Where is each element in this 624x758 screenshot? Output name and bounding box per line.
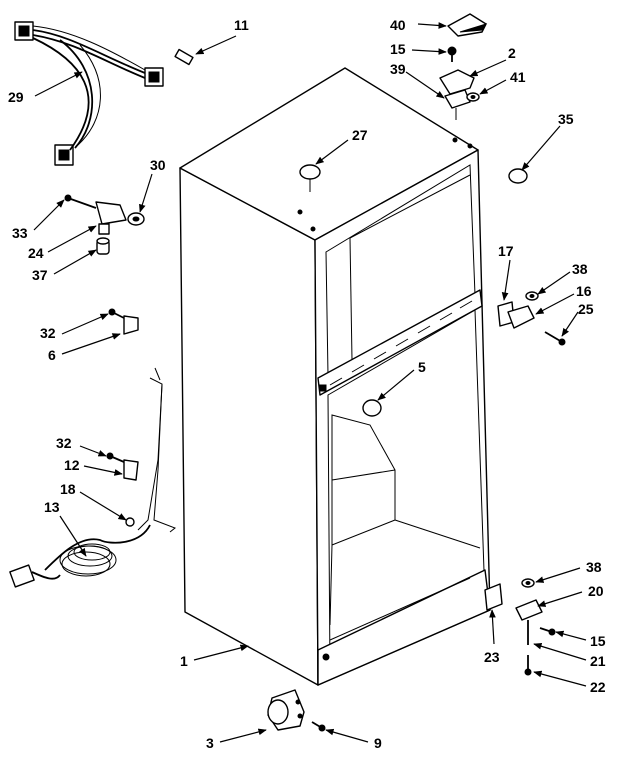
callout-41: 41 bbox=[510, 69, 526, 85]
callout-32-lower: 32 bbox=[56, 435, 72, 451]
plug-part bbox=[508, 168, 528, 184]
callout-23: 23 bbox=[484, 649, 500, 665]
callout-30: 30 bbox=[150, 157, 166, 173]
leader-lines bbox=[33, 22, 587, 743]
callout-13: 13 bbox=[44, 499, 60, 515]
center-hinge-part bbox=[497, 291, 566, 346]
callout-11: 11 bbox=[234, 17, 249, 33]
callout-5: 5 bbox=[418, 359, 426, 375]
callout-20: 20 bbox=[588, 583, 604, 599]
front-plug-part bbox=[362, 399, 382, 417]
top-hinge-part bbox=[439, 69, 475, 120]
callout-22: 22 bbox=[590, 679, 606, 695]
callout-18: 18 bbox=[60, 481, 76, 497]
callout-15-top: 15 bbox=[390, 41, 406, 57]
callout-15-bottom: 15 bbox=[590, 633, 606, 649]
callout-16: 16 bbox=[576, 283, 592, 299]
callout-17: 17 bbox=[498, 243, 514, 259]
wire-harness-part bbox=[14, 21, 164, 166]
callout-35: 35 bbox=[558, 111, 574, 127]
power-cord-part bbox=[9, 377, 176, 588]
callout-29: 29 bbox=[8, 89, 24, 105]
screw-part bbox=[447, 46, 457, 62]
callout-21: 21 bbox=[590, 653, 606, 669]
callout-24: 24 bbox=[28, 245, 44, 261]
callout-38-bottom: 38 bbox=[586, 559, 602, 575]
callout-labels: 11 29 40 15 2 39 41 35 27 30 33 24 37 17… bbox=[8, 17, 606, 751]
callout-1: 1 bbox=[180, 653, 188, 669]
valve-assembly-part bbox=[64, 194, 145, 255]
callout-27: 27 bbox=[352, 127, 368, 143]
washer-part bbox=[466, 92, 480, 102]
callout-2: 2 bbox=[508, 45, 516, 61]
bottom-hinge-part bbox=[484, 578, 556, 676]
callout-33: 33 bbox=[12, 225, 28, 241]
callout-39: 39 bbox=[390, 61, 406, 77]
callout-40: 40 bbox=[390, 17, 406, 33]
callout-12: 12 bbox=[64, 457, 80, 473]
callout-32-upper: 32 bbox=[40, 325, 56, 341]
roller-part bbox=[267, 689, 326, 732]
clip-part bbox=[108, 308, 139, 335]
callout-38-mid: 38 bbox=[572, 261, 588, 277]
callout-6: 6 bbox=[48, 347, 56, 363]
hinge-cover-part bbox=[447, 13, 488, 37]
callout-9: 9 bbox=[374, 735, 382, 751]
callout-3: 3 bbox=[206, 735, 214, 751]
screw-11-part bbox=[174, 48, 194, 66]
cabinet bbox=[179, 67, 491, 686]
callout-25: 25 bbox=[578, 301, 594, 317]
callout-37: 37 bbox=[32, 267, 48, 283]
top-plug-part bbox=[299, 164, 321, 192]
